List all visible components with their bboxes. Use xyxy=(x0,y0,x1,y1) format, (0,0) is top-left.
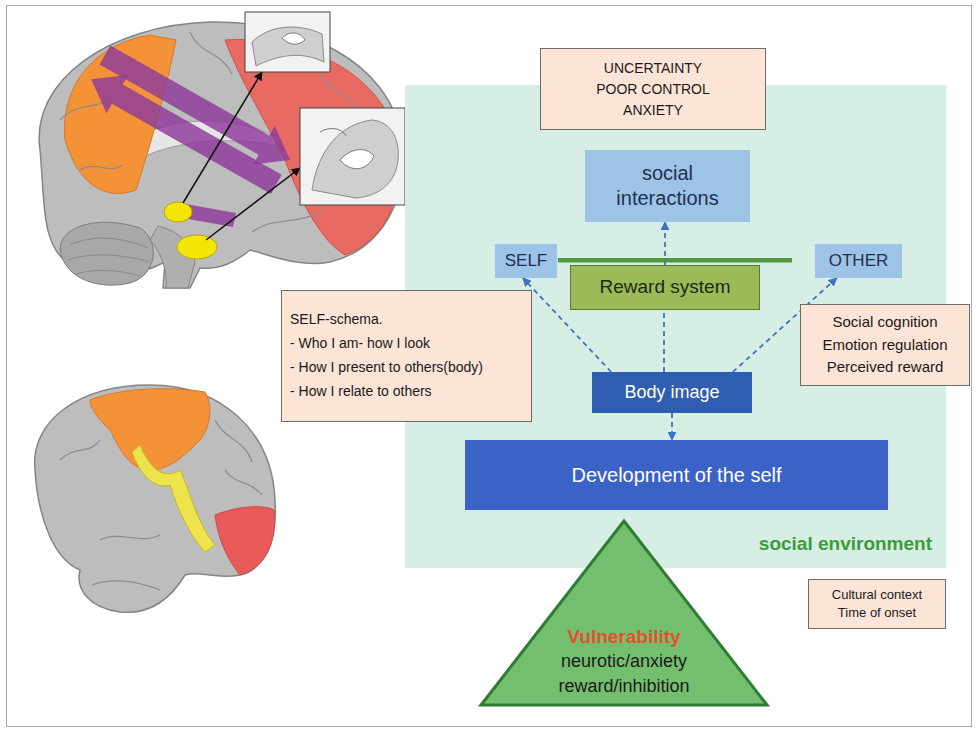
box-text: Social cognition xyxy=(832,311,937,334)
social-cognition-box: Social cognitionEmotion regulationPercei… xyxy=(800,304,970,386)
context-note-box: UNCERTAINTYPOOR CONTROLANXIETY xyxy=(540,48,766,130)
purple-arrow xyxy=(91,75,282,194)
schema-item: - How I relate to others xyxy=(290,380,523,404)
temporal-sulcus-region xyxy=(132,445,215,552)
triangle-text: neurotic/anxiety xyxy=(561,649,687,673)
cerebellum-folia xyxy=(68,238,150,276)
box-text: Perceived reward xyxy=(827,356,944,379)
box-text: UNCERTAINTY xyxy=(604,58,702,79)
triangle-text: reward/inhibition xyxy=(558,674,689,698)
box-text: POOR CONTROL xyxy=(596,79,710,100)
figure-frame xyxy=(7,6,972,727)
social-interactions-box: social interactions xyxy=(585,150,750,222)
parietal-region xyxy=(90,389,210,470)
brain-outline xyxy=(39,22,403,288)
mri-inset xyxy=(300,108,405,205)
schema-heading: SELF-schema. xyxy=(290,308,523,332)
box-text: Reward system xyxy=(600,276,731,299)
modifier-note-box: Cultural contextTime of onset xyxy=(808,579,946,629)
other-box: OTHER xyxy=(815,244,902,278)
cerebellum xyxy=(60,222,153,285)
dashed-arrow xyxy=(671,413,673,440)
inset-arrow xyxy=(206,168,300,240)
body-image-box: Body image xyxy=(592,372,752,413)
box-text: Time of onset xyxy=(838,604,916,622)
green-bar xyxy=(558,258,792,263)
dashed-arrow xyxy=(663,310,665,372)
dashed-arrow xyxy=(664,222,666,265)
self-schema-box: SELF-schema.- Who I am- how I look- How … xyxy=(281,290,532,422)
brain-outline xyxy=(35,385,276,612)
self-box: SELF xyxy=(495,244,557,278)
box-text: ANXIETY xyxy=(623,100,683,121)
triangle-shape xyxy=(481,521,767,705)
inset-arrow xyxy=(183,72,262,203)
box-text: Emotion regulation xyxy=(822,334,947,357)
gyri-lines xyxy=(60,420,262,590)
reward-system-box: Reward system xyxy=(570,265,760,310)
box-text: Development of the self xyxy=(571,463,781,487)
box-text: Cultural context xyxy=(832,586,922,604)
development-box: Development of the self xyxy=(465,440,888,510)
sagittal-brain xyxy=(39,12,405,288)
yellow-region xyxy=(164,202,192,222)
schema-item: - Who I am- how I look xyxy=(290,332,523,356)
vulnerability-triangle: Vulnerabilityneurotic/anxietyreward/inhi… xyxy=(478,518,770,708)
connector-layer xyxy=(523,222,837,440)
box-text: social interactions xyxy=(603,161,733,211)
box-text: OTHER xyxy=(829,251,889,271)
frontal-pole-region xyxy=(215,507,275,575)
lateral-brain xyxy=(35,385,276,612)
triangle-heading: Vulnerability xyxy=(567,624,680,650)
mri-inset xyxy=(245,12,330,72)
box-text: SELF xyxy=(505,251,548,271)
panel-label: social environment xyxy=(759,533,932,556)
yellow-region xyxy=(177,235,217,259)
schema-item: - How I present to others(body) xyxy=(290,356,523,380)
box-text: Body image xyxy=(624,382,719,404)
